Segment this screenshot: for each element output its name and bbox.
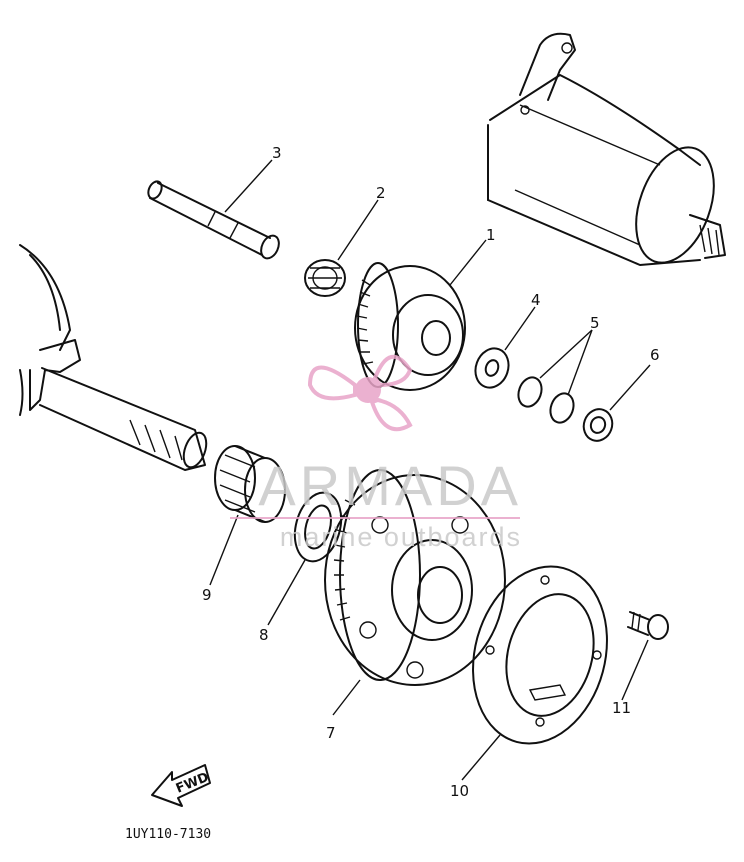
part-label-6: 6 (650, 346, 660, 364)
part-labels: 1 2 3 4 5 6 7 8 9 10 11 (202, 144, 660, 800)
part-label-9: 9 (202, 586, 212, 604)
part-label-8: 8 (259, 626, 269, 644)
part-label-4: 4 (531, 291, 541, 309)
part-label-11: 11 (612, 699, 631, 717)
crankshaft (19, 244, 208, 471)
shaft-part-3 (147, 180, 280, 260)
part-label-10: 10 (450, 782, 469, 800)
bolt-part-11 (621, 611, 669, 701)
bearing-part-2 (304, 259, 346, 297)
idler-gear-part-1 (354, 239, 487, 391)
starter-clutch-part-10 (461, 565, 608, 781)
watermark-brand: ARMADA (258, 454, 522, 517)
part-label-3: 3 (272, 144, 282, 162)
armada-watermark: ARMADA marine outboards (230, 355, 522, 552)
part-label-2: 2 (376, 184, 386, 202)
watermark-tagline: marine outboards (280, 522, 522, 552)
part-label-7: 7 (326, 724, 336, 742)
fwd-label: FWD (174, 770, 211, 797)
fwd-direction-marker: FWD (151, 764, 211, 807)
part-label-1: 1 (486, 226, 496, 244)
starter-motor (487, 32, 726, 266)
washer-part-8 (267, 491, 343, 626)
propeller-logo (307, 355, 413, 432)
part-label-5: 5 (590, 314, 600, 332)
washer-part-4 (474, 306, 536, 389)
circlips-part-5 (517, 329, 593, 424)
leader-line-3 (224, 159, 273, 213)
leader-line-2 (337, 199, 379, 261)
washer-part-6 (582, 364, 651, 442)
bearing-part-9 (209, 445, 286, 586)
diagram-code: 1UY110-7130 (125, 827, 211, 842)
